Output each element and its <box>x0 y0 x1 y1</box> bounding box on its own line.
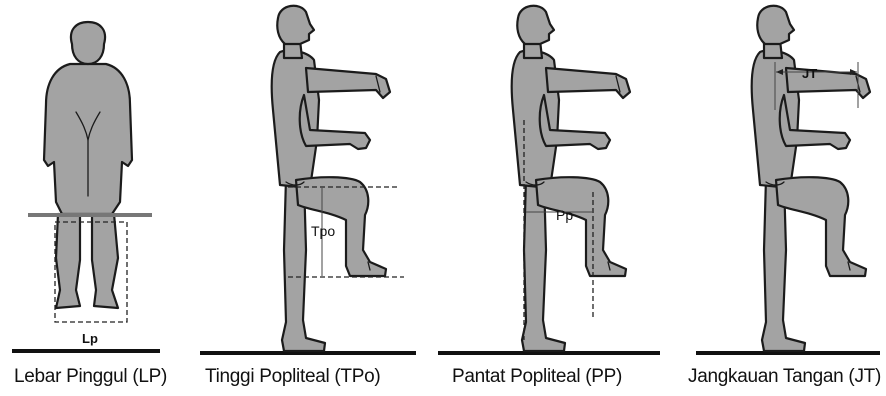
dimension-label-jt: JT <box>802 66 817 81</box>
figure-side-view <box>752 6 870 351</box>
caption-hip-width: Lebar Pinggul (LP) <box>14 366 167 388</box>
dimension-label-tpo: Tpo <box>311 223 335 239</box>
caption-buttock-popliteal: Pantat Popliteal (PP) <box>452 366 622 388</box>
figure-side-view <box>512 6 630 351</box>
caption-popliteal-height: Tinggi Popliteal (TPo) <box>205 366 380 388</box>
figure-side-view <box>272 6 390 351</box>
figure-back-view <box>56 214 80 308</box>
panel-popliteal-height: Tpo <box>200 6 416 353</box>
caption-arm-reach: Jangkauan Tangan (JT) <box>688 366 881 388</box>
panel-hip-width: Lp <box>12 22 160 351</box>
dimension-label-lp: Lp <box>82 331 98 346</box>
panel-buttock-popliteal: Pp <box>438 6 660 353</box>
dimension-label-pp: Pp <box>556 207 573 223</box>
panel-arm-reach: JT <box>696 6 880 353</box>
